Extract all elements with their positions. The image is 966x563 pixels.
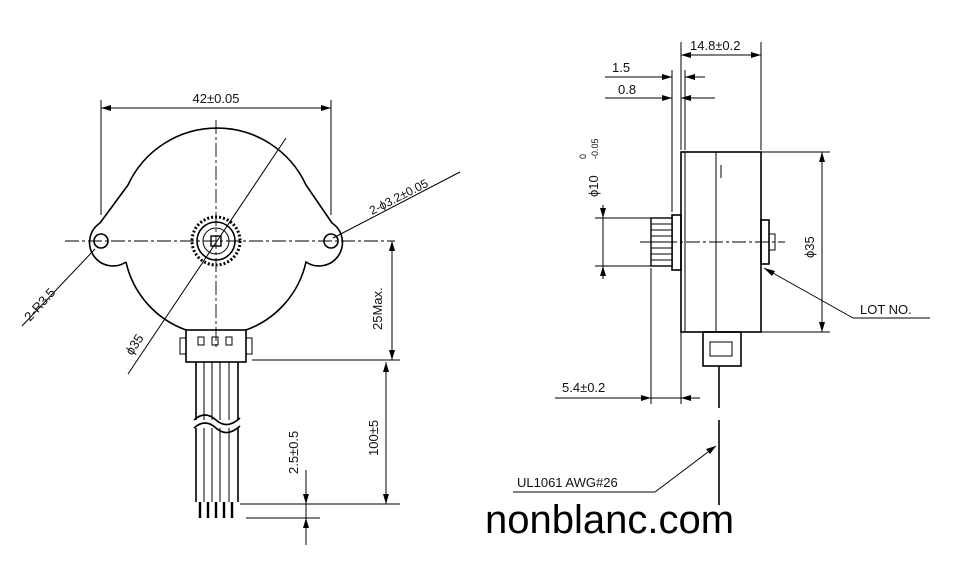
dim-strip-text: 2.5±0.5 bbox=[286, 431, 301, 474]
wire-stripped-ends bbox=[198, 502, 234, 518]
dim-flange-text: 1.5 bbox=[612, 60, 630, 75]
dim-shaft-tol-lower: -0.05 bbox=[590, 138, 600, 159]
arrowhead bbox=[681, 395, 691, 401]
connector-pin bbox=[211, 336, 219, 346]
arrowhead bbox=[303, 494, 309, 504]
lot-number-label: LOT NO. bbox=[860, 302, 912, 317]
connector-pin bbox=[225, 336, 233, 346]
arrowhead bbox=[321, 105, 331, 111]
right-mount-hole bbox=[323, 233, 339, 249]
arrowhead bbox=[819, 152, 825, 162]
lot-leader bbox=[763, 267, 854, 319]
mount-hole-leader bbox=[332, 171, 461, 239]
front-view: 42±0.05 ϕ35 2-ϕ3.2±0.05 2-R3.5 25Max. 10… bbox=[21, 91, 461, 545]
wire-break-lower bbox=[193, 422, 241, 434]
connector-side bbox=[702, 331, 742, 367]
arrowhead bbox=[303, 518, 309, 528]
arrowhead bbox=[662, 74, 672, 80]
wire-bundle-lower bbox=[195, 428, 239, 502]
wire-bundle-upper bbox=[195, 362, 239, 420]
arrowhead bbox=[383, 362, 389, 372]
dim-height-text: 25Max. bbox=[370, 287, 385, 330]
arrowhead bbox=[681, 52, 691, 58]
arrowhead bbox=[389, 350, 395, 360]
wire-strands-lower bbox=[203, 428, 230, 502]
gear-body bbox=[196, 221, 236, 261]
dim-depth-text: 14.8±0.2 bbox=[690, 38, 741, 53]
arrowhead bbox=[819, 322, 825, 332]
dim-width-text: 42±0.05 bbox=[193, 91, 240, 106]
dim-lead-length-text: 100±5 bbox=[366, 420, 381, 456]
wire-break-upper bbox=[193, 414, 241, 426]
ear-radius-leader bbox=[21, 248, 96, 327]
arrowhead bbox=[389, 241, 395, 251]
connector-side-window bbox=[709, 341, 733, 357]
dim-plate-text: 0.8 bbox=[618, 82, 636, 97]
connector-pin bbox=[197, 336, 205, 346]
dim-side-diameter-text: ϕ35 bbox=[802, 236, 817, 258]
arrowhead bbox=[751, 52, 761, 58]
wire-strands-upper bbox=[203, 362, 230, 420]
arrowhead bbox=[641, 395, 651, 401]
dim-shaft-text: ϕ10 bbox=[586, 175, 601, 197]
gear-teeth bbox=[190, 215, 242, 267]
wire-spec-label: UL1061 AWG#26 bbox=[517, 475, 618, 490]
arrowhead bbox=[600, 266, 606, 276]
wire-leader bbox=[654, 445, 717, 493]
gear-hub bbox=[202, 227, 230, 255]
arrowhead bbox=[101, 105, 111, 111]
mounting-plate bbox=[671, 214, 682, 271]
dim-shaft-tol-upper: 0 bbox=[578, 154, 588, 159]
arrowhead bbox=[662, 95, 672, 101]
side-view: 14.8±0.2 1.5 0.8 ϕ10 0 -0.05 ϕ35 bbox=[513, 38, 930, 505]
arrowhead bbox=[383, 494, 389, 504]
dim-diameter-text: ϕ35 bbox=[122, 331, 147, 357]
arrowhead bbox=[681, 95, 691, 101]
gear-teeth-side bbox=[651, 223, 672, 261]
watermark-text: nonblanc.com bbox=[485, 498, 734, 542]
arrowhead bbox=[600, 208, 606, 218]
arrowhead bbox=[685, 74, 695, 80]
motor-housing-outline bbox=[88, 127, 344, 331]
arrowhead bbox=[764, 268, 775, 276]
shaft-square bbox=[210, 235, 222, 247]
dim-gear-text: 5.4±0.2 bbox=[562, 380, 605, 395]
arrowhead bbox=[706, 446, 716, 454]
dim-ear-radius-text: 2-R3.5 bbox=[21, 285, 58, 324]
connector-latch-right bbox=[245, 337, 253, 355]
left-mount-hole bbox=[93, 233, 109, 249]
dim-diameter-line bbox=[127, 137, 287, 375]
dim-mount-holes-text: 2-ϕ3.2±0.05 bbox=[367, 176, 431, 218]
connector-latch bbox=[179, 337, 187, 355]
